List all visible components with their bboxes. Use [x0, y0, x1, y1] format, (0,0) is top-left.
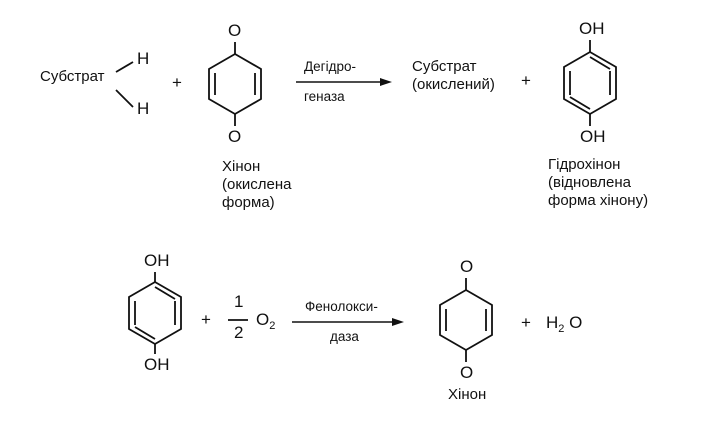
- hydrogen-bottom-label: H: [137, 99, 150, 118]
- hydrogen-top-label: H: [137, 49, 150, 68]
- fraction-numerator: 1: [234, 292, 244, 311]
- oxidized-substrate-label: Субстрат: [412, 58, 477, 75]
- hydroquinone-ring: [128, 272, 182, 354]
- water-formula: H2 O: [546, 313, 583, 336]
- quinone-caption: Хінон: [448, 386, 487, 403]
- hydroquinone-oh-top: OH: [579, 19, 605, 38]
- substrate-hydrogen-bonds: [115, 61, 134, 108]
- enzyme-label-top: Дегідро-: [304, 59, 356, 74]
- quinone-ring: [208, 42, 262, 126]
- fraction-denominator: 2: [234, 323, 244, 342]
- hydroquinone-oh-bottom: OH: [144, 355, 170, 374]
- fraction-bar: [228, 319, 248, 321]
- quinone-oxygen-bottom: O: [228, 127, 242, 146]
- hydroquinone-caption-line2: (відновлена: [548, 174, 632, 191]
- quinone-ring: [439, 278, 493, 362]
- plus-sign: +: [201, 310, 211, 329]
- quinone-oxygen-top: O: [228, 21, 242, 40]
- quinone-caption-line3: форма): [222, 194, 275, 211]
- enzyme-label-bottom: геназа: [304, 89, 345, 104]
- hydroquinone-oh-top: OH: [144, 251, 170, 270]
- quinone-caption-line1: Хінон: [222, 158, 261, 175]
- oxygen-formula: O2: [256, 310, 276, 333]
- plus-sign: +: [521, 313, 531, 332]
- quinone-oxygen-bottom: O: [460, 363, 474, 382]
- substrate-label: Субстрат: [40, 68, 105, 85]
- reaction-arrow: [296, 78, 392, 86]
- enzyme-label-top: Фенолокси-: [305, 299, 378, 314]
- hydroquinone-ring: [563, 40, 617, 126]
- hydroquinone-caption-line3: форма хінону): [548, 192, 649, 209]
- hydroquinone-oh-bottom: OH: [580, 127, 606, 146]
- plus-sign: +: [521, 71, 531, 90]
- quinone-oxygen-top: O: [460, 257, 474, 276]
- hydroquinone-caption-line1: Гідрохінон: [548, 156, 621, 173]
- enzyme-label-bottom: даза: [330, 329, 359, 344]
- plus-sign: +: [172, 73, 182, 92]
- reaction-arrow: [292, 318, 404, 326]
- oxidized-substrate-note: (окислений): [412, 76, 495, 93]
- quinone-caption-line2: (окислена: [222, 176, 292, 193]
